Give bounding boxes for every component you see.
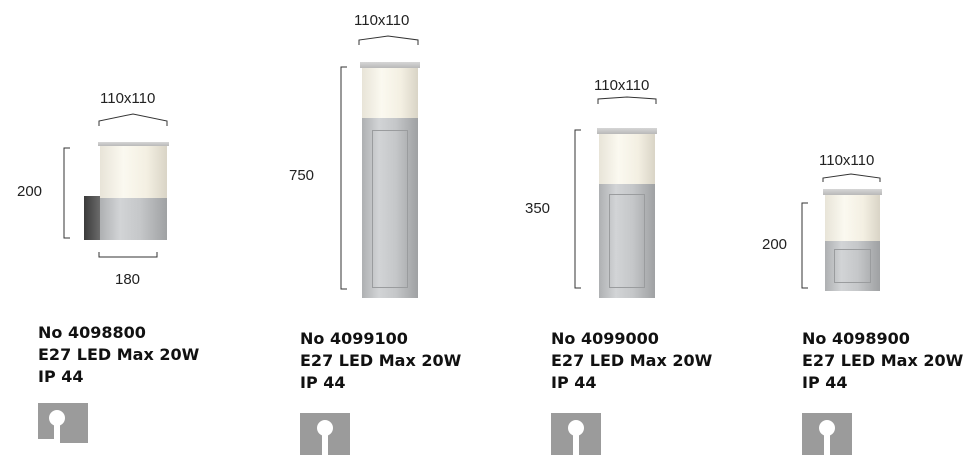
width-dimension: 110x110 [819,152,875,169]
wall-mount-plate [84,196,100,240]
product-number: No 4099100 [300,329,408,348]
spec-block: No 4098800 E27 LED Max 20W IP 44 [38,322,199,388]
ip-rating: IP 44 [551,373,597,392]
height-bracket-2 [340,66,347,290]
product-number: No 4098800 [38,323,146,342]
wall-lamp-symbol-icon [38,403,88,443]
bollard-lamp-symbol-icon [802,413,852,455]
bollard-lamp-symbol-icon [551,413,601,455]
width-dimension: 110x110 [354,12,410,29]
width-bracket-4 [822,173,881,182]
bollard-350-image [597,128,657,298]
ip-rating: IP 44 [802,373,848,392]
bollard-750-image [360,62,420,298]
bulb-spec: E27 LED Max 20W [551,351,713,370]
spec-block: No 4099000 E27 LED Max 20W IP 44 [551,328,712,394]
product-number: No 4099000 [551,329,659,348]
ip-rating: IP 44 [38,367,84,386]
width-bracket-3 [597,96,657,104]
bollard-200-image [823,189,882,291]
product-number: No 4098900 [802,329,910,348]
height-bracket-4 [801,202,808,289]
bulb-spec: E27 LED Max 20W [802,351,964,370]
depth-bracket-1 [98,252,158,258]
width-bracket-1 [98,113,168,126]
ip-rating: IP 44 [300,373,346,392]
height-dimension: 350 [525,200,551,217]
height-bracket-1 [63,147,70,239]
height-dimension: 200 [17,183,43,200]
bollard-lamp-symbol-icon [300,413,350,455]
bulb-spec: E27 LED Max 20W [300,351,462,370]
width-dimension: 110x110 [594,77,650,94]
height-dimension: 750 [289,167,315,184]
spec-block: No 4098900 E27 LED Max 20W IP 44 [802,328,963,394]
wall-lamp-image [98,142,169,240]
width-bracket-2 [358,35,419,45]
spec-block: No 4099100 E27 LED Max 20W IP 44 [300,328,461,394]
width-dimension: 110x110 [100,90,156,107]
depth-dimension: 180 [115,271,141,288]
height-bracket-3 [574,129,581,289]
height-dimension: 200 [762,236,788,253]
bulb-spec: E27 LED Max 20W [38,345,200,364]
